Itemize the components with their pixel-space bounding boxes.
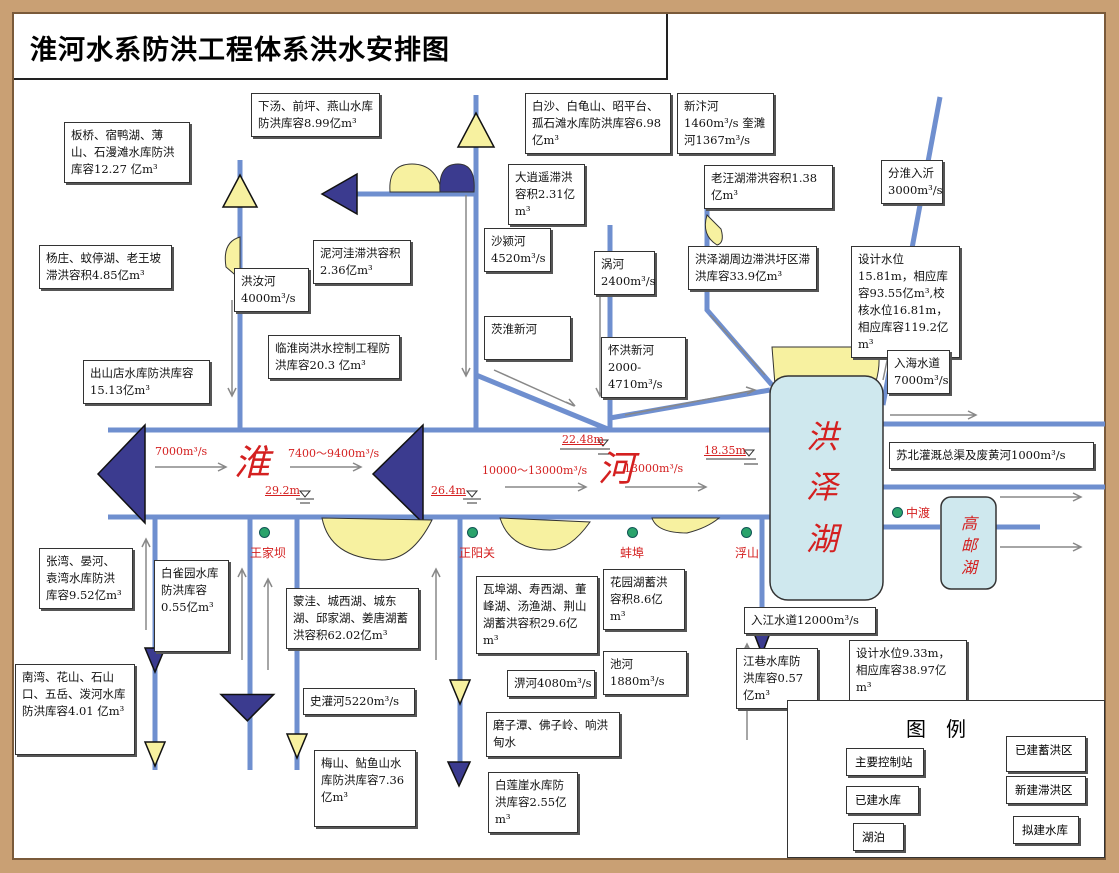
station-icon — [892, 507, 903, 518]
callout: 涡河 2400m³/s — [594, 251, 656, 295]
callout: 临淮岗洪水控制工程防洪库容20.3 亿m³ — [268, 335, 400, 379]
callout: 白沙、白龟山、昭平台、孤石滩水库防洪库容6.98亿m³ — [525, 93, 671, 154]
legend-item-station: 主要控制站 — [846, 748, 924, 776]
water-level: 22.48m — [562, 433, 604, 446]
callout: 杨庄、蚊停湖、老王坡滞洪容积4.85亿m³ — [39, 245, 172, 289]
callout: 苏北灌溉总渠及废黄河1000m³/s — [889, 442, 1094, 469]
water-level: 26.4m — [431, 484, 466, 497]
flow-label: 10000～13000m³/s — [482, 464, 588, 477]
water-level-markers — [296, 439, 758, 504]
callout: 分淮入沂 3000m³/s — [881, 160, 943, 204]
callout: 白雀园水库防洪库容0.55亿m³ — [154, 560, 229, 652]
callout: 茨淮新河 — [484, 316, 571, 360]
lake-gaoyou — [940, 496, 997, 590]
label-hongze-3: 湖 — [806, 520, 839, 558]
water-level: 29.2m — [265, 484, 300, 497]
callout: 入江水道12000m³/s — [744, 607, 876, 634]
legend-item-planned-reservoir: 拟建水库 — [1013, 816, 1079, 844]
legend-item-built-reservoir: 已建水库 — [846, 786, 919, 814]
callout: 沙颍河 4520m³/s — [484, 228, 551, 272]
flow-label: 7000m³/s — [155, 445, 208, 458]
callout: 花园湖蓄洪容积8.6亿m³ — [603, 569, 685, 630]
callout: 瓦埠湖、寿西湖、董峰湖、汤渔湖、荆山湖蓄洪容积29.6亿m³ — [476, 576, 598, 654]
station-icon — [467, 527, 478, 538]
callout: 江巷水库防洪库容0.57亿m³ — [736, 648, 818, 709]
callout: 磨子潭、佛子岭、响洪甸水 — [486, 712, 620, 757]
station-fushan: 浮山 — [735, 546, 760, 560]
label-gaoyou-2: 邮 — [961, 536, 978, 555]
callout: 下汤、前坪、燕山水库防洪库容8.99亿m³ — [251, 93, 380, 137]
callout: 洪汝河 4000m³/s — [234, 268, 309, 312]
label-hongze-2: 泽 — [806, 468, 839, 506]
callout: 淠河4080m³/s — [507, 670, 595, 697]
callout: 梅山、鲇鱼山水库防洪库容7.36亿m³ — [314, 750, 416, 827]
station-icon — [741, 527, 752, 538]
flow-label: 13000m³/s — [624, 462, 684, 475]
callout: 泥河洼滞洪容积2.36亿m³ — [313, 240, 411, 284]
callout: 老汪湖滞洪容积1.38亿m³ — [704, 165, 833, 209]
callout: 设计水位15.81m，相应库容93.55亿m³,校核水位16.81m，相应库容1… — [851, 246, 960, 358]
callout: 板桥、宿鸭湖、薄山、石漫滩水库防洪库容12.27 亿m³ — [64, 122, 190, 183]
label-hongze-1: 洪 — [806, 418, 839, 456]
callout: 史灌河5220m³/s — [303, 688, 415, 715]
legend-item-detention-area: 新建滞洪区 — [1006, 776, 1086, 804]
planned-reservoir-icons — [96, 172, 774, 788]
callout: 怀洪新河 2000-4710m³/s — [601, 337, 686, 398]
water-level: 18.35m — [704, 444, 746, 457]
label-gaoyou-3: 湖 — [961, 558, 978, 577]
station-wangjiaba: 王家坝 — [250, 546, 287, 560]
legend-item-storage-area: 已建蓄洪区 — [1006, 736, 1086, 772]
callout: 蒙洼、城西湖、城东湖、邱家湖、姜唐湖蓄洪容积62.02亿m³ — [286, 588, 419, 649]
station-icon — [627, 527, 638, 538]
callout: 南湾、花山、石山口、五岳、泼河水库防洪库容4.01 亿m³ — [15, 664, 135, 755]
callout: 张湾、晏河、袁湾水库防洪库容9.52亿m³ — [39, 548, 133, 609]
callout: 入海水道 7000m³/s — [887, 350, 950, 394]
station-zhengyangguan: 正阳关 — [459, 546, 496, 560]
callout: 洪泽湖周边滞洪圩区滞洪库容33.9亿m³ — [688, 246, 817, 290]
legend-title: 图 例 — [906, 717, 966, 741]
label-huai: 淮 — [234, 443, 271, 484]
callout: 白莲崖水库防洪库容2.55亿m³ — [488, 772, 578, 833]
station-zhongdu: 中渡 — [906, 506, 931, 520]
callout: 设计水位9.33m，相应库容38.97亿m³ — [849, 640, 967, 701]
label-gaoyou-1: 高 — [961, 514, 978, 533]
river-cihuai — [475, 372, 611, 433]
callout: 新汴河1460m³/s 奎濉河1367m³/s — [677, 93, 774, 154]
page-title: 淮河水系防洪工程体系洪水安排图 — [14, 14, 668, 80]
callout: 池河1880m³/s — [603, 651, 687, 695]
station-icon — [259, 527, 270, 538]
callout: 出山店水库防洪库容15.13亿m³ — [83, 360, 210, 404]
built-reservoir-icons — [143, 111, 496, 768]
label-he: 河 — [598, 449, 635, 490]
callout: 大逍遥滞洪容积2.31亿m³ — [508, 164, 585, 225]
flow-label: 7400～9400m³/s — [288, 447, 380, 460]
legend-item-lake: 湖泊 — [853, 823, 904, 851]
new-detention-area — [439, 163, 475, 193]
station-bengbu: 蚌埠 — [620, 546, 645, 560]
lake-hongze — [769, 375, 884, 601]
